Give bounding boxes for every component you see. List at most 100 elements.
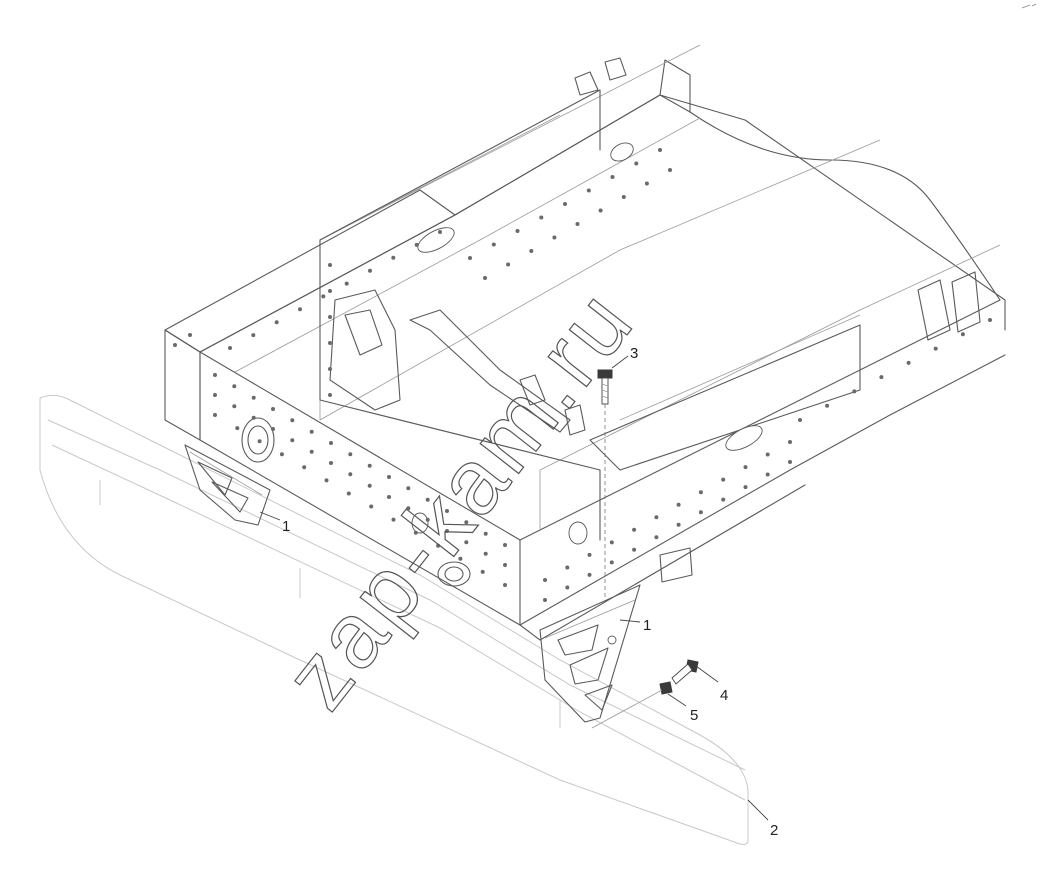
rivet-hole	[721, 477, 726, 482]
rivet-holes	[173, 148, 992, 602]
rivet-hole	[621, 195, 626, 199]
bolt-4	[671, 659, 699, 685]
support-bracket-right	[539, 584, 641, 723]
rivet-hole	[960, 332, 965, 337]
rivet-hole	[598, 208, 603, 213]
rivet-hole	[788, 460, 792, 464]
rivet-hole	[271, 427, 275, 431]
rivet-hole	[344, 281, 349, 286]
nut-5	[591, 681, 673, 729]
rivet-hole	[658, 148, 662, 152]
rivet-hole	[302, 465, 307, 470]
rivet-hole	[369, 504, 374, 509]
rivet-hole	[654, 515, 659, 520]
callout-3: 3	[630, 345, 638, 362]
rivet-hole	[852, 389, 857, 394]
rivet-hole	[436, 543, 441, 548]
rivet-hole	[367, 463, 372, 468]
rivet-hole	[298, 307, 302, 312]
rivet-hole	[644, 181, 649, 186]
rivet-hole	[406, 486, 411, 491]
rivet-hole	[906, 360, 911, 365]
rivet-hole	[348, 472, 353, 477]
rivet-hole	[503, 583, 507, 587]
rivet-hole	[329, 461, 333, 465]
rivet-hole	[391, 255, 396, 260]
rivet-hole	[503, 563, 507, 567]
rivet-hole	[406, 506, 411, 511]
rivet-hole	[188, 333, 192, 337]
rivet-hole	[445, 529, 449, 533]
rivet-hole	[413, 530, 418, 535]
rivet-hole	[676, 502, 681, 507]
rivet-hole	[368, 268, 372, 273]
rivet-hole	[328, 393, 332, 397]
rivet-hole	[232, 404, 237, 409]
rivet-hole	[391, 517, 396, 522]
rivet-hole	[825, 403, 830, 408]
corner-mark	[1021, 3, 1037, 9]
callout-1-right: 1	[643, 617, 651, 634]
rivet-hole	[632, 527, 637, 532]
rivet-hole	[274, 320, 279, 325]
rivet-hole	[721, 497, 726, 502]
rivet-hole	[539, 215, 544, 220]
rivet-hole	[309, 449, 314, 454]
rivet-hole	[309, 429, 314, 434]
rivet-hole	[743, 485, 748, 490]
rivet-hole	[587, 572, 592, 577]
rivet-hole	[271, 407, 275, 411]
rivet-hole	[610, 175, 615, 179]
rivet-hole	[698, 490, 703, 495]
rivet-hole	[387, 495, 391, 499]
rivet-hole	[235, 426, 240, 431]
rivet-hole	[328, 367, 332, 371]
callout-2: 2	[770, 822, 778, 839]
rivet-hole	[324, 478, 329, 483]
rivet-hole	[213, 393, 217, 397]
watermark: zap-kam.ru	[265, 270, 653, 727]
rivet-hole	[587, 552, 592, 557]
rivet-hole	[743, 465, 748, 470]
rivet-hole	[543, 578, 547, 582]
rivet-hole	[609, 560, 614, 565]
bolt-3	[597, 369, 613, 600]
rivet-hole	[586, 188, 591, 193]
rivet-hole	[543, 598, 547, 602]
front-bumper	[39, 394, 749, 845]
rivet-hole	[480, 569, 485, 574]
rivet-hole	[328, 341, 332, 345]
rivet-hole	[483, 531, 488, 536]
frame-assembly	[164, 44, 1006, 641]
rivet-hole	[346, 491, 351, 496]
rivet-hole	[668, 168, 672, 172]
rivet-hole	[552, 235, 557, 240]
rivet-hole	[609, 540, 614, 545]
rivet-hole	[765, 472, 770, 477]
rivet-hole	[251, 415, 256, 420]
rivet-hole	[798, 418, 802, 422]
rivet-hole	[468, 256, 472, 260]
rivet-hole	[438, 230, 442, 234]
rivet-hole	[563, 202, 567, 206]
rivet-hole	[565, 565, 570, 570]
rivet-hole	[634, 161, 639, 166]
rivet-hole	[483, 276, 487, 280]
leader-lines	[259, 355, 769, 821]
rivet-hole	[321, 294, 326, 299]
rivet-hole	[232, 384, 237, 389]
rivet-hole	[328, 315, 332, 319]
rivet-hole	[654, 535, 659, 540]
rivet-hole	[425, 517, 430, 522]
support-bracket-left	[184, 444, 271, 526]
rivet-hole	[425, 497, 430, 502]
callout-5: 5	[690, 707, 698, 724]
rivet-hole	[491, 242, 496, 247]
rivet-hole	[765, 452, 770, 457]
rivet-hole	[879, 375, 884, 380]
rivet-hole	[290, 418, 295, 423]
rivet-hole	[988, 318, 992, 322]
rivet-hole	[213, 413, 217, 417]
rivet-hole	[632, 547, 637, 552]
